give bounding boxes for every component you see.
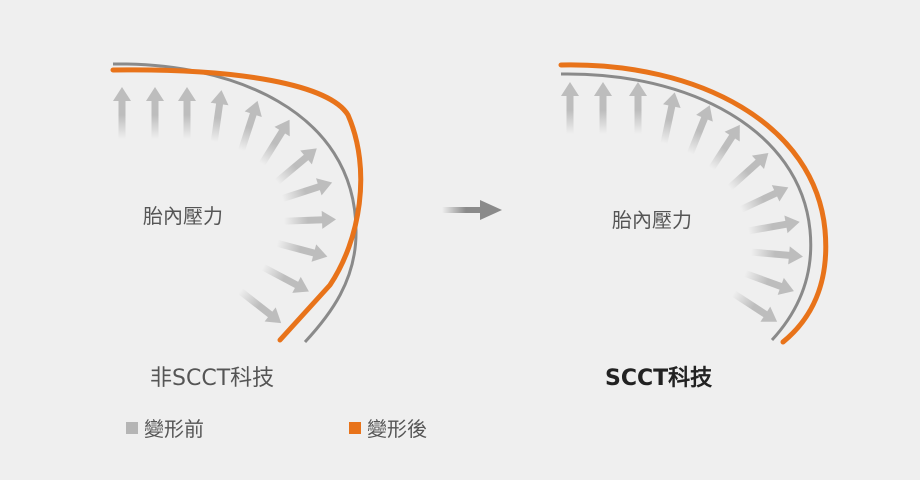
legend-before-label: 變形前 [144, 417, 204, 441]
legend-after-swatch [349, 421, 361, 434]
left-curve-after [110, 67, 364, 343]
legend-after-label: 變形後 [367, 417, 427, 441]
legend-after: 變形後 [349, 413, 427, 442]
left-caption: 非SCCT科技 [150, 366, 275, 391]
legend-before: 變形前 [126, 413, 204, 442]
right-curve-after [558, 62, 829, 345]
right-caption: SCCT科技 [605, 366, 713, 391]
arrow-right-icon [442, 200, 502, 220]
right-curve-before [560, 72, 813, 342]
right-pressure-label: 胎內壓力 [612, 208, 692, 232]
legend-before-swatch [126, 421, 138, 434]
left-pressure-label: 胎內壓力 [143, 204, 223, 228]
